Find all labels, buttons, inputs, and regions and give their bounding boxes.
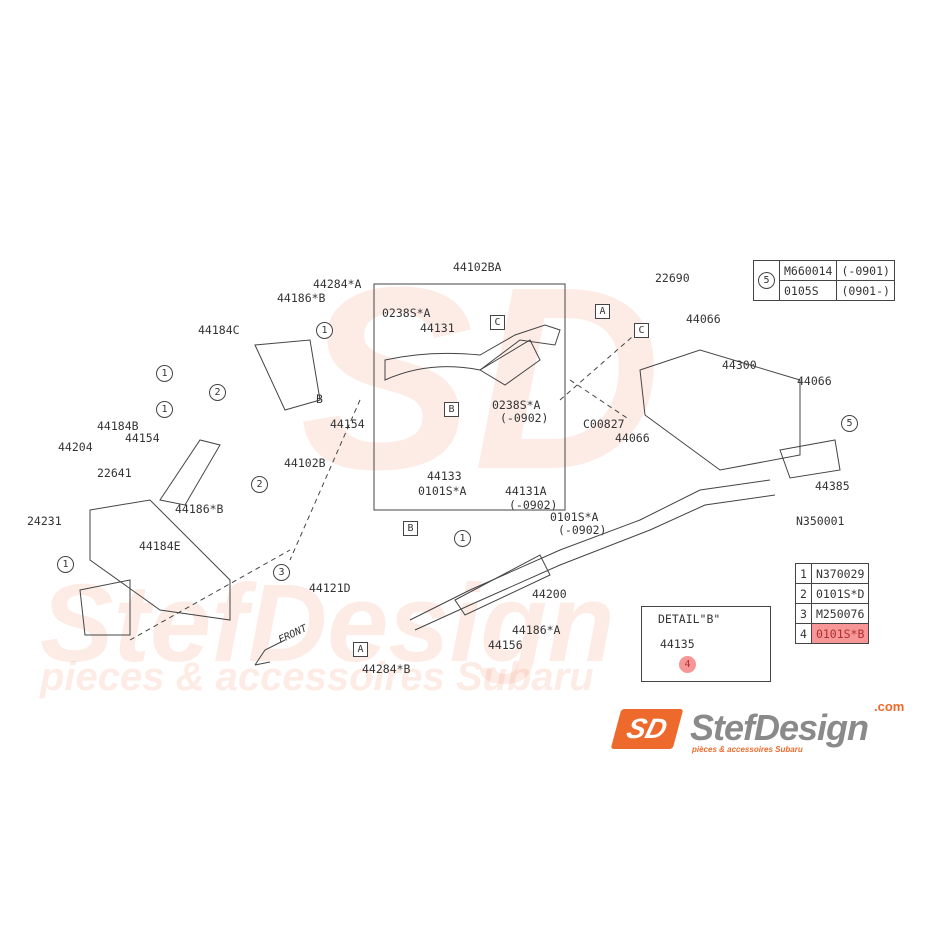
ref-box-b: B bbox=[403, 521, 418, 536]
part-label: 44066 bbox=[797, 374, 832, 388]
part-label: 44131 bbox=[420, 321, 455, 335]
logo-tagline: pièces & accessoires Subaru bbox=[692, 745, 803, 754]
part-label: B bbox=[316, 392, 323, 406]
detail-b-title: DETAIL"B" bbox=[658, 612, 721, 626]
ref-box-c: C bbox=[490, 315, 505, 330]
header-heat-shield bbox=[79, 579, 131, 636]
part-label: 44184B bbox=[97, 419, 139, 433]
legend-range: (0901-) bbox=[836, 280, 895, 301]
part-label: 22690 bbox=[655, 271, 690, 285]
legend-part: 0101S*D bbox=[810, 583, 870, 604]
part-label: (-0902) bbox=[509, 498, 558, 512]
front-arrow bbox=[254, 639, 286, 666]
watermark-brand: StefDesign bbox=[40, 562, 615, 685]
part-label: 44200 bbox=[532, 587, 567, 601]
legend-part: M660014 bbox=[778, 260, 838, 281]
watermark-tagline: pieces & accessoires Subaru bbox=[40, 655, 594, 699]
ref-box-c: C bbox=[634, 323, 649, 338]
part-label: 0101S*A bbox=[418, 484, 467, 498]
callout-2: 2 bbox=[209, 384, 226, 401]
muffler bbox=[639, 349, 801, 471]
part-label: 0101S*A bbox=[550, 510, 599, 524]
part-label: 44121D bbox=[309, 581, 351, 595]
part-label: 44102B bbox=[284, 456, 326, 470]
callout-2: 2 bbox=[251, 476, 268, 493]
part-label: 44131A bbox=[505, 484, 547, 498]
part-label: 44102BA bbox=[453, 260, 502, 274]
legend-part-highlighted: 0101S*B bbox=[810, 623, 870, 644]
callout-1: 1 bbox=[156, 401, 173, 418]
part-label: 44385 bbox=[815, 479, 850, 493]
header-right bbox=[254, 339, 321, 411]
detail-b-box bbox=[641, 606, 771, 682]
ref-box-b: B bbox=[444, 402, 459, 417]
part-label: 44204 bbox=[58, 440, 93, 454]
logo-mark: SD bbox=[610, 709, 684, 749]
header-left bbox=[89, 499, 231, 621]
callout-4-highlighted: 4 bbox=[679, 656, 696, 673]
part-label: 44284*B bbox=[362, 662, 411, 676]
watermark-logo: SD bbox=[300, 234, 662, 524]
legend-table-5: 5 M660014(-0901) 0105S(0901-) bbox=[753, 260, 895, 301]
logo-brand: StefDesign bbox=[690, 707, 869, 748]
y-pipe bbox=[159, 439, 221, 506]
part-label: 44154 bbox=[330, 417, 365, 431]
part-label: (-0902) bbox=[500, 411, 549, 425]
callout-1: 1 bbox=[316, 322, 333, 339]
part-label: 44300 bbox=[722, 358, 757, 372]
muffler-tips bbox=[779, 439, 841, 479]
callout-1: 1 bbox=[156, 365, 173, 382]
legend-range: (-0901) bbox=[836, 260, 895, 281]
resonator bbox=[454, 554, 551, 616]
part-label: 24231 bbox=[27, 514, 62, 528]
callout-1: 1 bbox=[454, 530, 471, 547]
callout-1: 1 bbox=[57, 556, 74, 573]
part-label: 0238S*A bbox=[382, 306, 431, 320]
legend-part: 0105S bbox=[778, 280, 838, 301]
callout-5: 5 bbox=[841, 415, 858, 432]
part-label: 44135 bbox=[660, 637, 695, 651]
part-label: 44186*B bbox=[277, 291, 326, 305]
part-label: 44066 bbox=[615, 431, 650, 445]
part-label: 44184C bbox=[198, 323, 240, 337]
logo-dotcom: .com bbox=[874, 699, 905, 714]
callout-3: 3 bbox=[273, 564, 290, 581]
part-label: (-0902) bbox=[558, 523, 607, 537]
legend-num: 1 bbox=[795, 563, 812, 584]
part-label: 0238S*A bbox=[492, 398, 541, 412]
legend-num: 5 bbox=[753, 260, 780, 301]
part-label: C00827 bbox=[583, 417, 625, 431]
ref-box-a: A bbox=[353, 642, 368, 657]
legend-num: 3 bbox=[795, 603, 812, 624]
ref-box-a: A bbox=[595, 304, 610, 319]
part-label: 44284*A bbox=[313, 277, 362, 291]
center-pipe bbox=[384, 324, 561, 381]
stefdesign-logo: SD StefDesign .com pièces & accessoires … bbox=[610, 699, 917, 755]
part-label: 44184E bbox=[139, 539, 181, 553]
legend-num: 4 bbox=[795, 623, 812, 644]
part-label: N350001 bbox=[796, 514, 845, 528]
part-label: 44186*A bbox=[512, 623, 561, 637]
legend-num: 2 bbox=[795, 583, 812, 604]
catalytic-converter bbox=[479, 339, 541, 386]
legend-part: N370029 bbox=[810, 563, 870, 584]
part-label: 44186*B bbox=[175, 502, 224, 516]
legend-part: M250076 bbox=[810, 603, 870, 624]
part-label: 22641 bbox=[97, 466, 132, 480]
callout-5: 5 bbox=[758, 272, 775, 289]
part-label: 44154 bbox=[125, 431, 160, 445]
front-pipe-box bbox=[373, 283, 566, 511]
part-label: 44156 bbox=[488, 638, 523, 652]
part-label: 44066 bbox=[686, 312, 721, 326]
part-label: 44133 bbox=[427, 469, 462, 483]
